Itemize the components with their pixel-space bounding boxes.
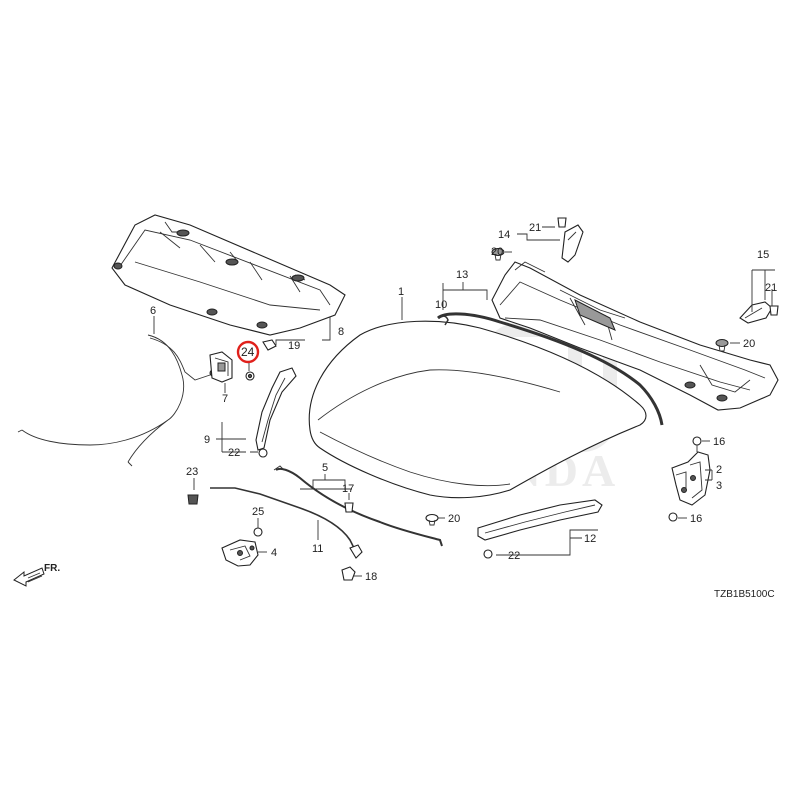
cowl-top-part [491, 261, 779, 411]
front-seal-12-part [477, 499, 603, 541]
callout-labels: 1 2 3 4 5 6 7 8 9 10 11 12 13 14 15 16 1… [150, 222, 777, 583]
highlight-circle [236, 340, 260, 364]
callout-21-right: 21 [765, 282, 777, 294]
grommet-23-part [187, 494, 199, 505]
callout-21-top: 21 [529, 222, 541, 234]
hood-hinge-part [671, 451, 711, 506]
side-seal-9-part [255, 367, 297, 451]
callout-14: 14 [498, 229, 510, 241]
callout-20-right: 20 [743, 338, 755, 350]
callout-17: 17 [342, 483, 354, 495]
hood-latch-part [221, 539, 259, 567]
callout-7: 7 [222, 393, 228, 405]
hood-seal-10-part [437, 312, 664, 426]
latch-bracket-part [209, 351, 233, 383]
bolt-16-bottom-part [668, 512, 678, 522]
hood-insulator-part [111, 214, 346, 336]
holder-18-part [341, 566, 356, 581]
prop-rod-part [210, 487, 363, 559]
callout-22-left: 22 [228, 447, 240, 459]
fr-label: FR. [44, 563, 60, 574]
leader-lines [153, 226, 775, 577]
callout-10: 10 [435, 299, 447, 311]
callout-2: 2 [716, 464, 722, 476]
callout-22-right: 22 [508, 550, 520, 562]
callout-5: 5 [322, 462, 328, 474]
clip-21-top-part [557, 217, 567, 228]
callout-4: 4 [271, 547, 277, 559]
callout-20-top: 20 [491, 246, 503, 258]
cowl-corner-15-part [739, 301, 773, 324]
clip-22-right-part [483, 549, 493, 559]
callout-9: 9 [204, 434, 210, 446]
grommet-20-right-part [715, 339, 729, 352]
cowl-corner-14-part [561, 224, 584, 263]
clip-19-part [262, 339, 277, 351]
callout-24-highlighted[interactable]: 24 [236, 340, 260, 371]
hood-release-cable-part [17, 334, 217, 467]
callout-16-top: 16 [713, 436, 725, 448]
clip-21-right-part [769, 305, 779, 316]
grommet-20-center-part [425, 513, 439, 526]
callout-19: 19 [288, 340, 300, 352]
bolt-24-part [245, 371, 255, 381]
diagram-code: TZB1B5100C [714, 589, 775, 600]
callout-6: 6 [150, 305, 156, 317]
bolt-25-part [253, 527, 263, 537]
clip-17-part [344, 502, 354, 513]
callout-8: 8 [338, 326, 344, 338]
callout-12: 12 [584, 533, 596, 545]
clip-22-left-part [258, 448, 268, 458]
callout-24: 24 [241, 345, 255, 359]
callout-11: 11 [312, 543, 323, 555]
grommet-20-top-part [491, 248, 505, 261]
callout-3: 3 [716, 480, 722, 492]
callout-16-bottom: 16 [690, 513, 702, 525]
callout-18: 18 [365, 571, 377, 583]
front-seal-5-part [273, 465, 443, 547]
callout-13: 13 [456, 269, 468, 281]
bolt-16-top-part [692, 436, 702, 452]
front-direction-indicator: FR. [13, 563, 60, 587]
callout-20-center: 20 [448, 513, 460, 525]
callout-15: 15 [757, 249, 769, 261]
callout-1: 1 [398, 286, 404, 298]
hood-part [308, 320, 647, 499]
callout-23: 23 [186, 466, 198, 478]
callout-25: 25 [252, 506, 264, 518]
